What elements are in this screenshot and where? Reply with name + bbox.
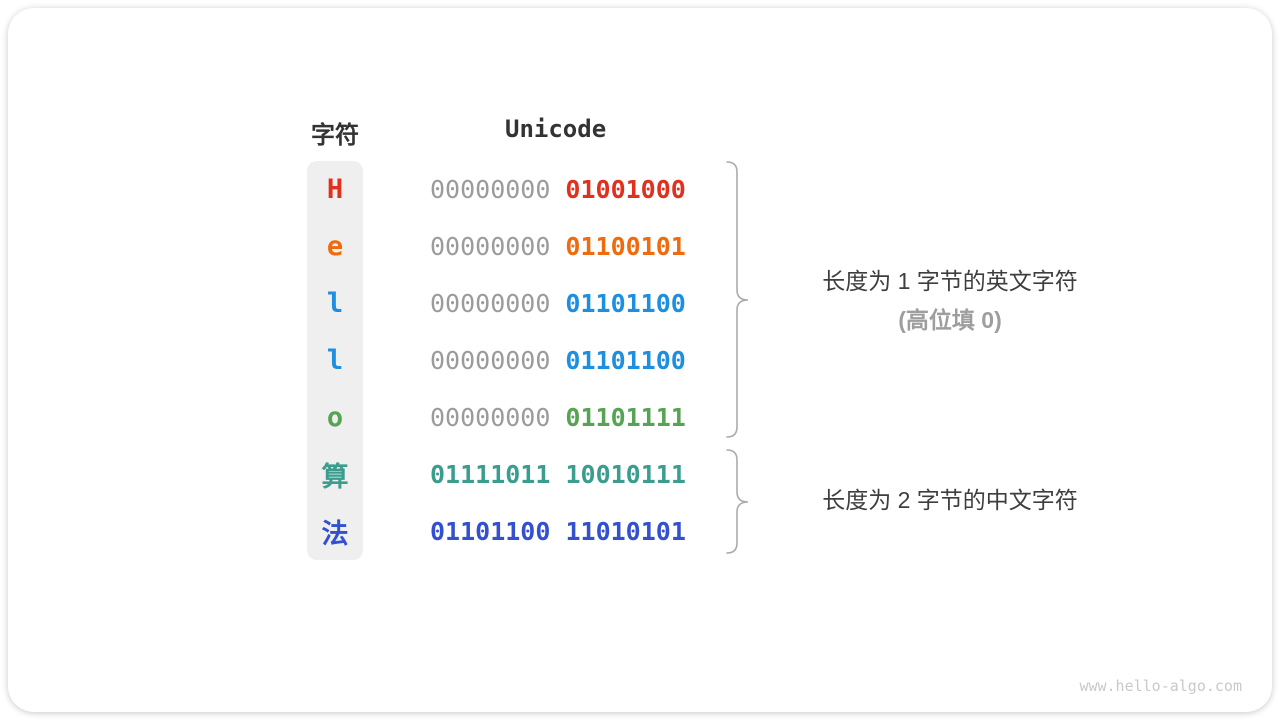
annotation-line: 长度为 2 字节的中文字符 (822, 487, 1078, 513)
binary-row: 00000000 01001000 (430, 161, 686, 218)
annotation-line: 长度为 1 字节的英文字符 (822, 268, 1078, 294)
annotation-english-chars: 长度为 1 字节的英文字符 (高位填 0) (770, 262, 1130, 340)
binary-row: 01111011 10010111 (430, 446, 686, 503)
unicode-column-header: Unicode (505, 115, 607, 143)
binary-value: 01101111 (565, 403, 686, 432)
binary-value: 01100101 (565, 232, 686, 261)
binary-row: 00000000 01100101 (430, 218, 686, 275)
annotation-chinese-chars: 长度为 2 字节的中文字符 (770, 481, 1130, 520)
binary-row: 00000000 01101111 (430, 389, 686, 446)
binary-prefix: 00000000 (430, 175, 551, 204)
binary-prefix: 00000000 (430, 403, 551, 432)
binary-row: 01101100 11010101 (430, 503, 686, 560)
char-column-header: 字符 (311, 122, 359, 149)
binary-value: 01101100 (565, 346, 686, 375)
binary-value: 01101100 (565, 289, 686, 318)
brace-english-group (726, 161, 749, 438)
char-cell: l (326, 345, 344, 376)
char-cell: l (326, 288, 344, 319)
char-column-background (307, 161, 363, 560)
binary-row: 00000000 01101100 (430, 275, 686, 332)
unicode-binary-column: 00000000 01001000 00000000 01100101 000000… (430, 161, 686, 560)
binary-value: 01101100 11010101 (430, 517, 686, 546)
binary-value: 01111011 10010111 (430, 460, 686, 489)
binary-row: 00000000 01101100 (430, 332, 686, 389)
char-column: H e l l o 算 法 (307, 161, 363, 560)
char-cell: H (326, 174, 344, 205)
binary-prefix: 00000000 (430, 289, 551, 318)
binary-prefix: 00000000 (430, 232, 551, 261)
binary-value: 01001000 (565, 175, 686, 204)
brace-chinese-group (726, 449, 749, 554)
annotation-subline: (高位填 0) (898, 307, 1002, 333)
diagram-card (8, 8, 1272, 712)
char-cell: 算 (321, 462, 349, 493)
char-cell: e (326, 231, 344, 262)
binary-prefix: 00000000 (430, 346, 551, 375)
watermark-url: www.hello-algo.com (1079, 677, 1242, 695)
char-cell: 法 (321, 519, 349, 550)
char-cell: o (326, 402, 344, 433)
grouping-braces (726, 161, 749, 554)
